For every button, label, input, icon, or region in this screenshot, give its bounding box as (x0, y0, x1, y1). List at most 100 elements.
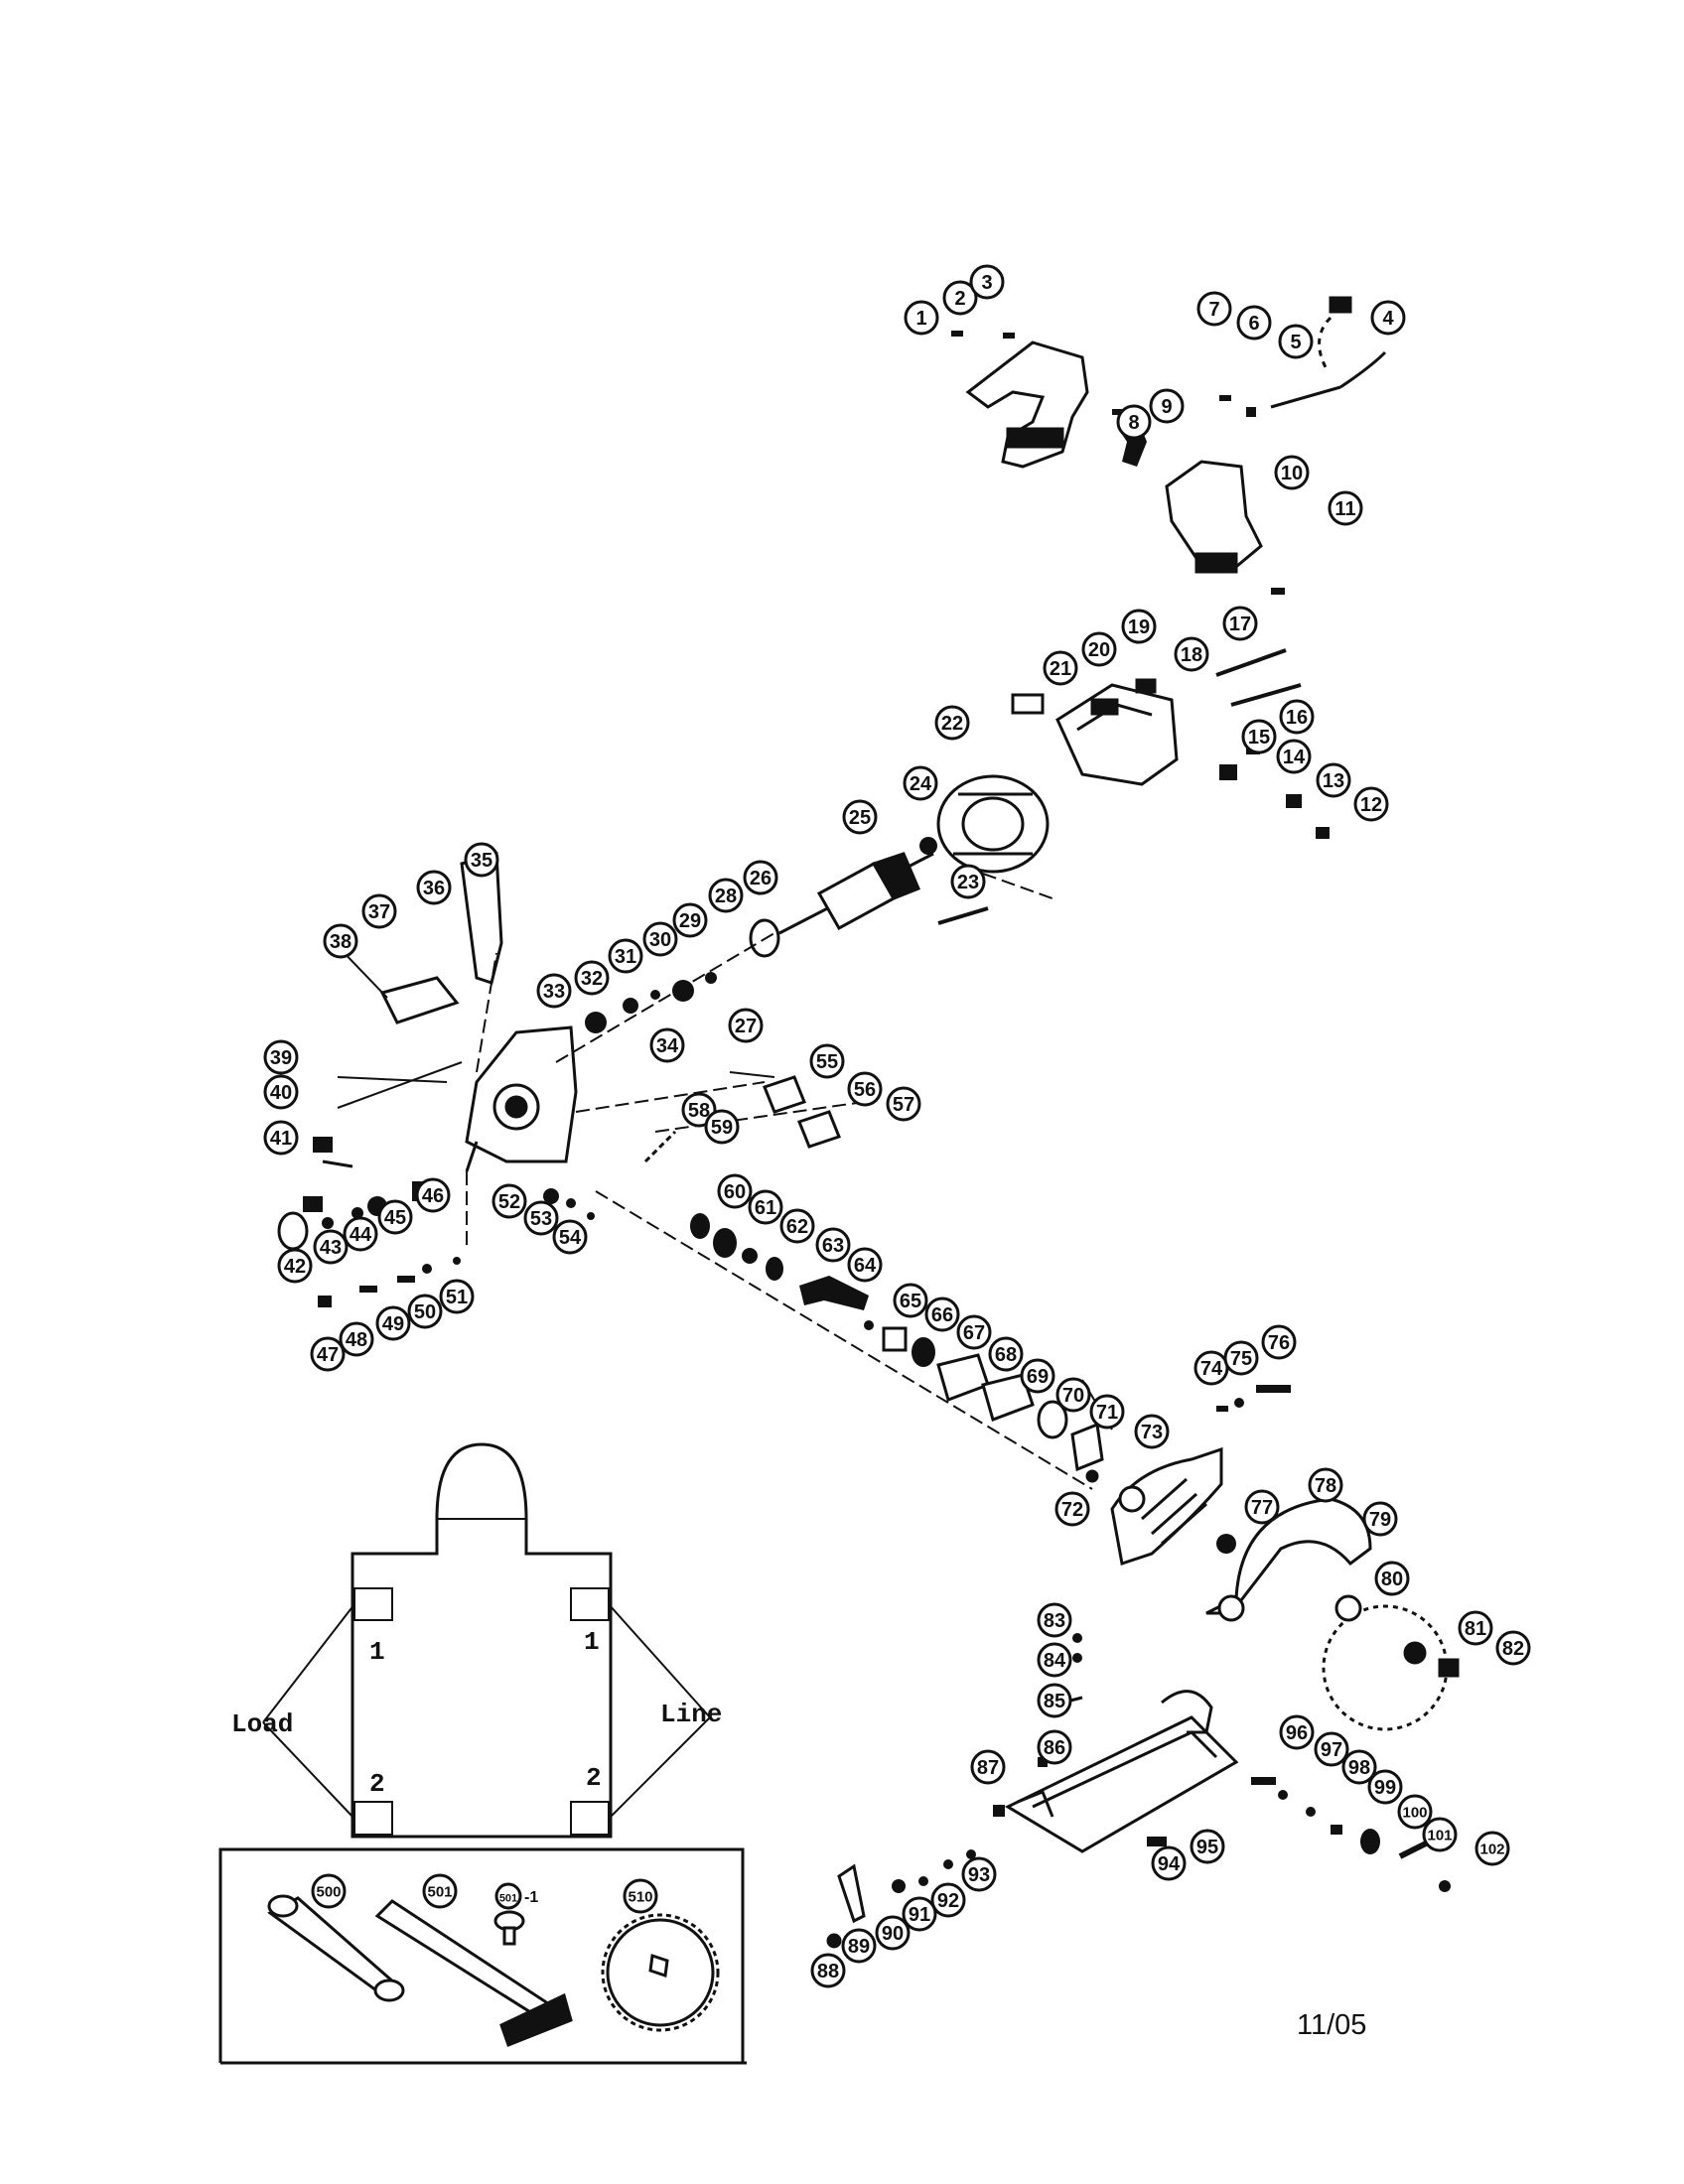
callout-50-number: 50 (414, 1301, 436, 1323)
callout-99: 99 (1367, 1769, 1403, 1805)
callout-47: 47 (310, 1336, 346, 1372)
callout-89-number: 89 (848, 1936, 870, 1958)
saw-blade-part (1322, 1594, 1460, 1731)
callout-64: 64 (847, 1247, 883, 1283)
wiring-schematic: Load Line 1 1 2 2 (231, 1442, 722, 1839)
terminal-label-right-2: 2 (586, 1763, 602, 1793)
callout-35-circle (464, 842, 499, 878)
line-label: Line (660, 1700, 722, 1729)
through-bolts-part (1215, 648, 1302, 707)
guard-fasteners (1216, 1385, 1291, 1554)
callout-80-number: 80 (1381, 1569, 1403, 1590)
callout-50-circle (407, 1294, 443, 1329)
callout-90: 90 (875, 1915, 911, 1951)
callout-57: 57 (886, 1086, 921, 1122)
callout-49-circle (375, 1305, 411, 1341)
callout-90-number: 90 (882, 1923, 904, 1945)
callout-41-circle (263, 1120, 299, 1156)
callout-33-number: 33 (543, 981, 565, 1003)
callout-36-circle (416, 870, 452, 905)
callout-48: 48 (339, 1321, 374, 1357)
callout-89-circle (841, 1928, 877, 1964)
callout-97-circle (1314, 1731, 1349, 1767)
callout-61: 61 (748, 1189, 783, 1225)
terminal-label-right-1: 1 (584, 1627, 600, 1657)
armature-part (778, 852, 934, 935)
callout-60: 60 (717, 1173, 753, 1209)
accessory-callout-510-circle (623, 1878, 658, 1914)
callout-88: 88 (810, 1953, 846, 1988)
callout-46: 46 (415, 1177, 451, 1213)
callout-18-number: 18 (1181, 644, 1202, 666)
wrench-accessory (267, 1894, 405, 2002)
callout-68-number: 68 (995, 1344, 1017, 1366)
callout-53-circle (523, 1200, 559, 1236)
callout-83-circle (1037, 1602, 1072, 1638)
callout-67-circle (956, 1314, 992, 1350)
load-label: Load (231, 1709, 293, 1739)
callout-11-circle (1328, 490, 1363, 526)
callout-98-number: 98 (1348, 1757, 1370, 1779)
callout-8: 8 (1116, 404, 1152, 440)
callout-75-circle (1223, 1340, 1259, 1376)
power-cord-part (1270, 296, 1387, 409)
callout-8-number: 8 (1128, 412, 1139, 434)
callout-41: 41 (263, 1120, 299, 1156)
motor-housing-part (1055, 678, 1179, 786)
callout-7: 7 (1196, 291, 1232, 327)
depth-lever-parts (826, 1863, 866, 1949)
callout-81: 81 (1458, 1610, 1493, 1646)
callout-92-number: 92 (937, 1890, 959, 1912)
callout-22-circle (934, 705, 970, 741)
callout-82-number: 82 (1502, 1638, 1524, 1660)
brush-holder-parts (1219, 745, 1330, 839)
callout-46-number: 46 (422, 1185, 444, 1207)
callout-17-number: 17 (1229, 614, 1251, 635)
callout-43-number: 43 (320, 1237, 342, 1259)
callout-7-circle (1196, 291, 1232, 327)
callout-76-number: 76 (1268, 1332, 1290, 1354)
callout-2: 2 (942, 280, 978, 316)
callout-33: 33 (536, 973, 572, 1009)
accessory-callout-510: 510 (623, 1878, 658, 1914)
callout-2-circle (942, 280, 978, 316)
callout-10: 10 (1274, 455, 1310, 490)
callout-35-number: 35 (471, 850, 492, 872)
callout-20-circle (1081, 631, 1117, 667)
callout-66: 66 (924, 1297, 960, 1332)
callout-91-number: 91 (909, 1904, 930, 1926)
callout-13: 13 (1316, 762, 1351, 798)
callout-98: 98 (1341, 1749, 1377, 1785)
callout-63-number: 63 (822, 1235, 844, 1257)
callout-42-number: 42 (284, 1256, 306, 1278)
set-screw-parts (318, 1257, 461, 1307)
callout-63: 63 (815, 1227, 851, 1263)
callout-46-circle (415, 1177, 451, 1213)
callout-74: 74 (1193, 1350, 1229, 1386)
callout-95-circle (1190, 1829, 1225, 1864)
callout-68-circle (988, 1336, 1024, 1372)
callout-21-circle (1043, 650, 1078, 686)
fence-knob-accessory (493, 1910, 525, 1946)
callout-81-number: 81 (1465, 1618, 1486, 1640)
callout-82: 82 (1495, 1630, 1531, 1666)
callout-96: 96 (1279, 1714, 1315, 1750)
spindle-lock-parts (277, 1137, 440, 1251)
callout-71: 71 (1089, 1394, 1125, 1430)
callout-29-circle (672, 902, 708, 938)
callout-65-number: 65 (900, 1291, 921, 1312)
callout-89: 89 (841, 1928, 877, 1964)
callout-9-number: 9 (1161, 396, 1172, 418)
callout-55: 55 (809, 1043, 845, 1079)
callout-69: 69 (1020, 1358, 1055, 1394)
callout-59-circle (704, 1109, 740, 1145)
callout-82-circle (1495, 1630, 1531, 1666)
callout-86: 86 (1037, 1729, 1072, 1765)
callout-62-circle (779, 1208, 815, 1244)
terminal-line-1 (570, 1587, 610, 1621)
callout-29-number: 29 (679, 910, 701, 932)
callout-11: 11 (1328, 490, 1363, 526)
callout-45: 45 (377, 1199, 413, 1235)
callout-101: 101 (1422, 1817, 1458, 1852)
callout-95: 95 (1190, 1829, 1225, 1864)
